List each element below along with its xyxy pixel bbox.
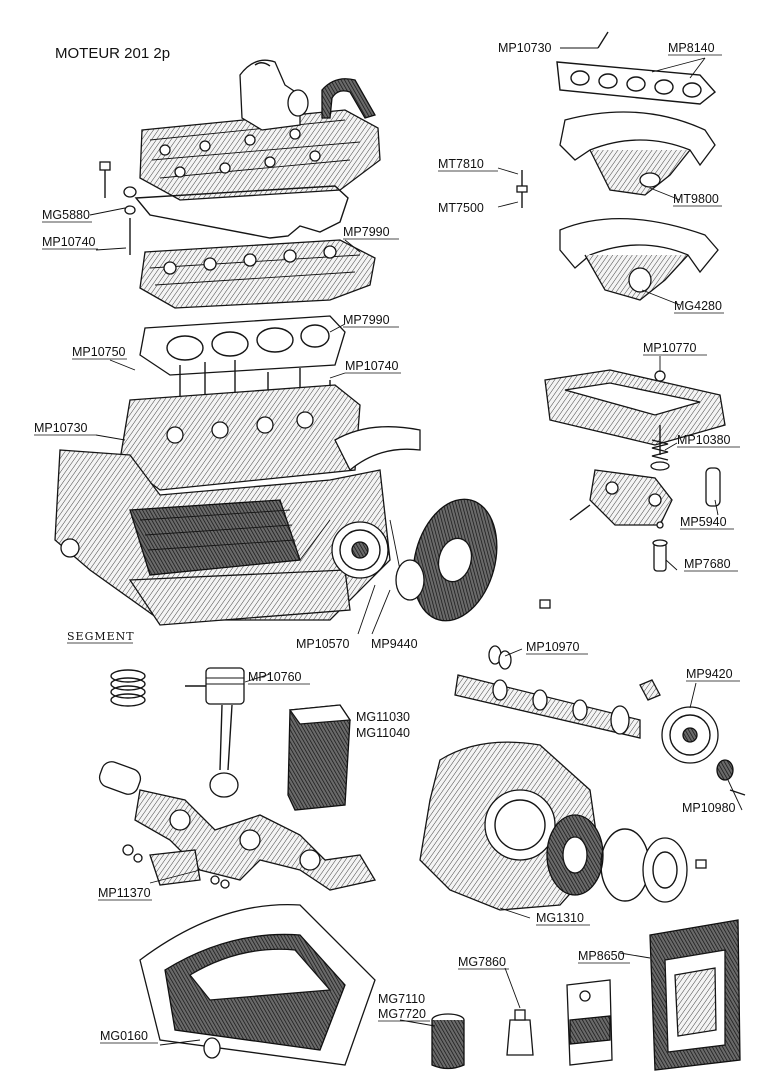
label-mp5940: MP5940 [680, 515, 727, 529]
crank-small-parts [122, 844, 230, 889]
label-mp9420: MP9420 [686, 667, 733, 681]
label-mg11030: MG11030 [356, 710, 410, 724]
label-mt9800: MT9800 [673, 192, 719, 206]
oil-can [431, 1013, 465, 1070]
label-mp10730-top: MP10730 [498, 41, 552, 55]
label-mg4280: MG4280 [674, 299, 722, 313]
label-mp7990-top: MP7990 [343, 225, 390, 239]
label-mg7720: MG7720 [378, 1007, 426, 1021]
manifold-gasket [556, 61, 717, 105]
label-mg7860: MG7860 [458, 955, 506, 969]
rocker-shaft-assembly [139, 239, 376, 309]
label-mp10980: MP10980 [682, 801, 736, 815]
engine-block [54, 360, 551, 626]
label-mp10380: MP10380 [677, 433, 731, 447]
rocker-arm-spring [650, 425, 670, 471]
exhaust-manifold-upper [559, 111, 716, 196]
label-mp8140: MP8140 [668, 41, 715, 55]
label-mg1310: MG1310 [536, 911, 584, 925]
label-mp10770: MP10770 [643, 341, 697, 355]
label-mt7810: MT7810 [438, 157, 484, 171]
segment-rings: SEGMENT [67, 630, 146, 707]
exhaust-manifold-lower [559, 217, 719, 301]
leader-lines [89, 47, 743, 1046]
stud-top [597, 31, 609, 49]
label-mp10970: MP10970 [526, 640, 580, 654]
label-mp10760: MP10760 [248, 670, 302, 684]
rocker-gasket [134, 185, 349, 239]
label-mp10730-mid: MP10730 [34, 421, 88, 435]
label-mp9440: MP9440 [371, 637, 418, 651]
label-mg7110: MG7110 [378, 992, 425, 1006]
head-gasket [139, 315, 346, 376]
label-mp10750: MP10750 [72, 345, 126, 359]
label-mt7500: MT7500 [438, 201, 484, 215]
rocker-cover-assembly [139, 59, 381, 201]
label-mp7680: MP7680 [684, 557, 731, 571]
label-mp11370: MP11370 [98, 886, 151, 900]
oil-pan [139, 903, 376, 1066]
pushrod-tube [705, 467, 721, 507]
label-mg11040: MG11040 [356, 726, 410, 740]
sealant-tube [506, 1009, 534, 1056]
segment-label: SEGMENT [67, 630, 135, 643]
rocker-bracket [569, 469, 673, 526]
oil-filter-box [287, 704, 352, 811]
manual-book [649, 919, 741, 1071]
camshaft [454, 645, 641, 739]
diagram-title: MOTEUR 201 2p [55, 45, 170, 62]
label-mp10570: MP10570 [296, 637, 350, 651]
camshaft-gear [639, 679, 746, 796]
head-bolts-left [99, 161, 137, 255]
oil-tin [566, 979, 613, 1066]
label-mp10740-top: MP10740 [42, 235, 96, 249]
tappet [652, 521, 668, 572]
part-labels: MP10730 MP8140 MT7810 MT7500 MT9800 MG42… [34, 41, 740, 1044]
label-mg0160: MG0160 [100, 1029, 148, 1043]
valve-cover [544, 369, 726, 446]
label-mg5880: MG5880 [42, 208, 90, 222]
timing-housing [419, 741, 707, 911]
label-mp7990-gasket: MP7990 [343, 313, 390, 327]
carb-stud [516, 170, 528, 208]
piston-conrod [185, 667, 245, 798]
label-mp10740-mid: MP10740 [345, 359, 399, 373]
label-mp8650: MP8650 [578, 949, 625, 963]
